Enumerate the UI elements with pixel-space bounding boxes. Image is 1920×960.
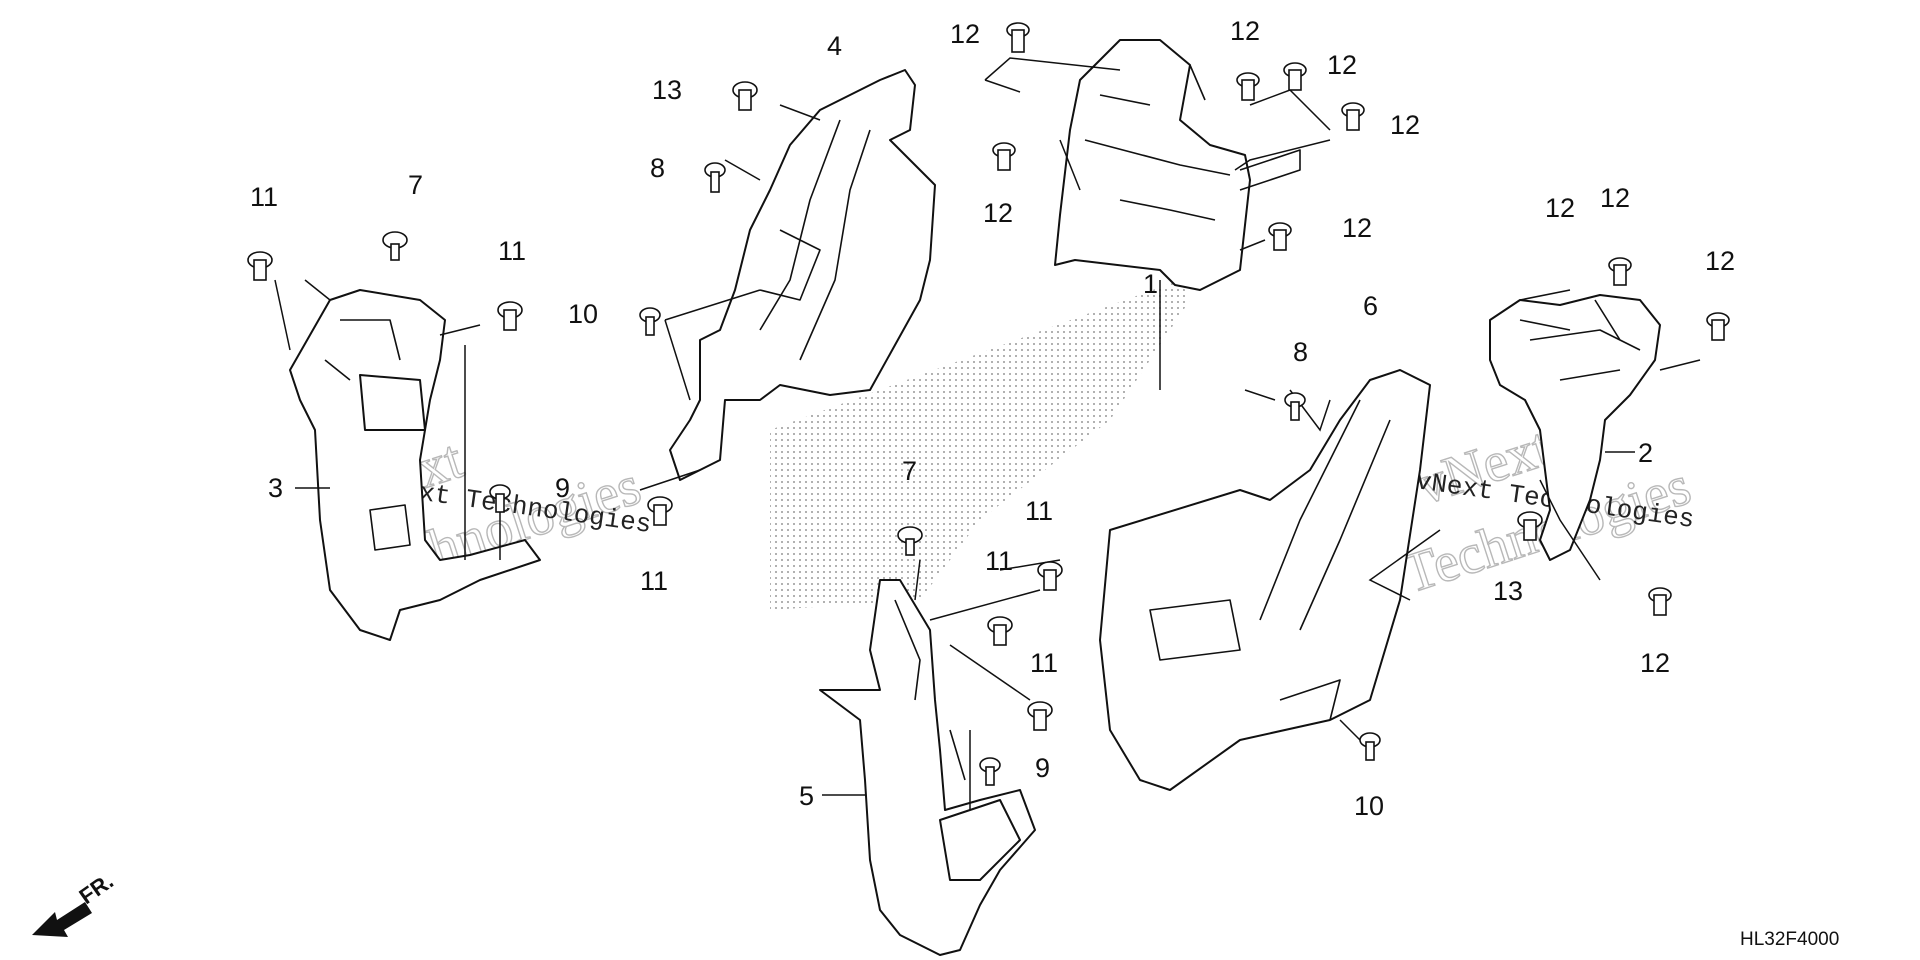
- callout-12: 12: [1705, 246, 1735, 276]
- callout-10: 10: [1354, 791, 1384, 821]
- clip-icon: [1706, 312, 1730, 341]
- clip-icon: [1268, 222, 1292, 251]
- callout-11: 11: [1030, 648, 1058, 678]
- arrow-icon: [32, 902, 92, 937]
- callout-10: 10: [568, 299, 598, 329]
- clip-icon: [1027, 701, 1053, 731]
- clip-icon: [992, 142, 1016, 171]
- callout-3: 3: [268, 473, 283, 503]
- callout-11: 11: [640, 566, 668, 596]
- callout-9: 9: [1035, 753, 1050, 783]
- bolt-icon: [979, 757, 1001, 786]
- callout-2: 2: [1638, 438, 1653, 468]
- callout-12: 12: [983, 198, 1013, 228]
- clip-icon: [1648, 587, 1672, 616]
- clip-icon: [247, 251, 273, 281]
- bolt-icon: [639, 307, 661, 336]
- callout-11: 11: [498, 236, 526, 266]
- front-direction-arrow: FR.: [32, 868, 118, 937]
- diagram-reference-code: HL32F4000: [1740, 929, 1839, 950]
- callout-8: 8: [1293, 337, 1308, 367]
- callout-6: 6: [1363, 291, 1378, 321]
- callout-labels: 12 12 12 12 12 12 12 12 12 13 13 4 8 8 1…: [250, 16, 1735, 821]
- fasteners: [247, 22, 1730, 786]
- clip-icon: [1236, 72, 1260, 101]
- callout-12: 12: [950, 19, 980, 49]
- clip-icon: [1037, 561, 1063, 591]
- callout-1: 1: [1143, 269, 1158, 299]
- clip-icon: [987, 616, 1013, 646]
- bolt-icon: [704, 162, 726, 193]
- rivet-icon: [897, 526, 923, 556]
- front-label: FR.: [75, 868, 118, 909]
- callout-12: 12: [1230, 16, 1260, 46]
- part-1-upper-center-cover: [1054, 39, 1301, 291]
- callout-7: 7: [408, 170, 423, 200]
- callout-12: 12: [1390, 110, 1420, 140]
- callout-12: 12: [1545, 193, 1575, 223]
- callout-12: 12: [1640, 648, 1670, 678]
- part-5-bottom-center-panel: [819, 579, 1036, 956]
- part-2-right-side-cover: [1489, 294, 1661, 561]
- bolt-icon: [1284, 392, 1306, 421]
- callout-8: 8: [650, 153, 665, 183]
- callout-12: 12: [1327, 50, 1357, 80]
- clip-icon: [1341, 102, 1365, 131]
- clip-icon: [1006, 22, 1030, 53]
- callout-12: 12: [1342, 213, 1372, 243]
- callout-13: 13: [652, 75, 682, 105]
- rivet-icon: [382, 231, 408, 261]
- dotted-shadow-area: [770, 280, 1190, 610]
- callout-11: 11: [1025, 496, 1053, 526]
- callout-11: 11: [985, 546, 1013, 576]
- callout-12: 12: [1600, 183, 1630, 213]
- part-3-left-side-cover: [289, 289, 541, 641]
- clip-icon: [647, 496, 673, 526]
- callout-4: 4: [827, 31, 842, 61]
- bolt-icon: [489, 484, 511, 513]
- callout-9: 9: [555, 473, 570, 503]
- clip-icon: [732, 81, 758, 111]
- callout-7: 7: [902, 456, 917, 486]
- clip-icon: [1283, 62, 1307, 91]
- callout-11: 11: [250, 182, 278, 212]
- leader-lines: [274, 57, 1701, 810]
- clip-icon: [1517, 511, 1543, 541]
- clip-icon: [1608, 257, 1632, 286]
- part-4-upper-left-cover: [669, 69, 936, 481]
- callout-5: 5: [799, 781, 814, 811]
- bolt-icon: [1359, 732, 1381, 761]
- callout-13: 13: [1493, 576, 1523, 606]
- clip-icon: [497, 301, 523, 331]
- part-6-right-main-panel: [1099, 369, 1431, 791]
